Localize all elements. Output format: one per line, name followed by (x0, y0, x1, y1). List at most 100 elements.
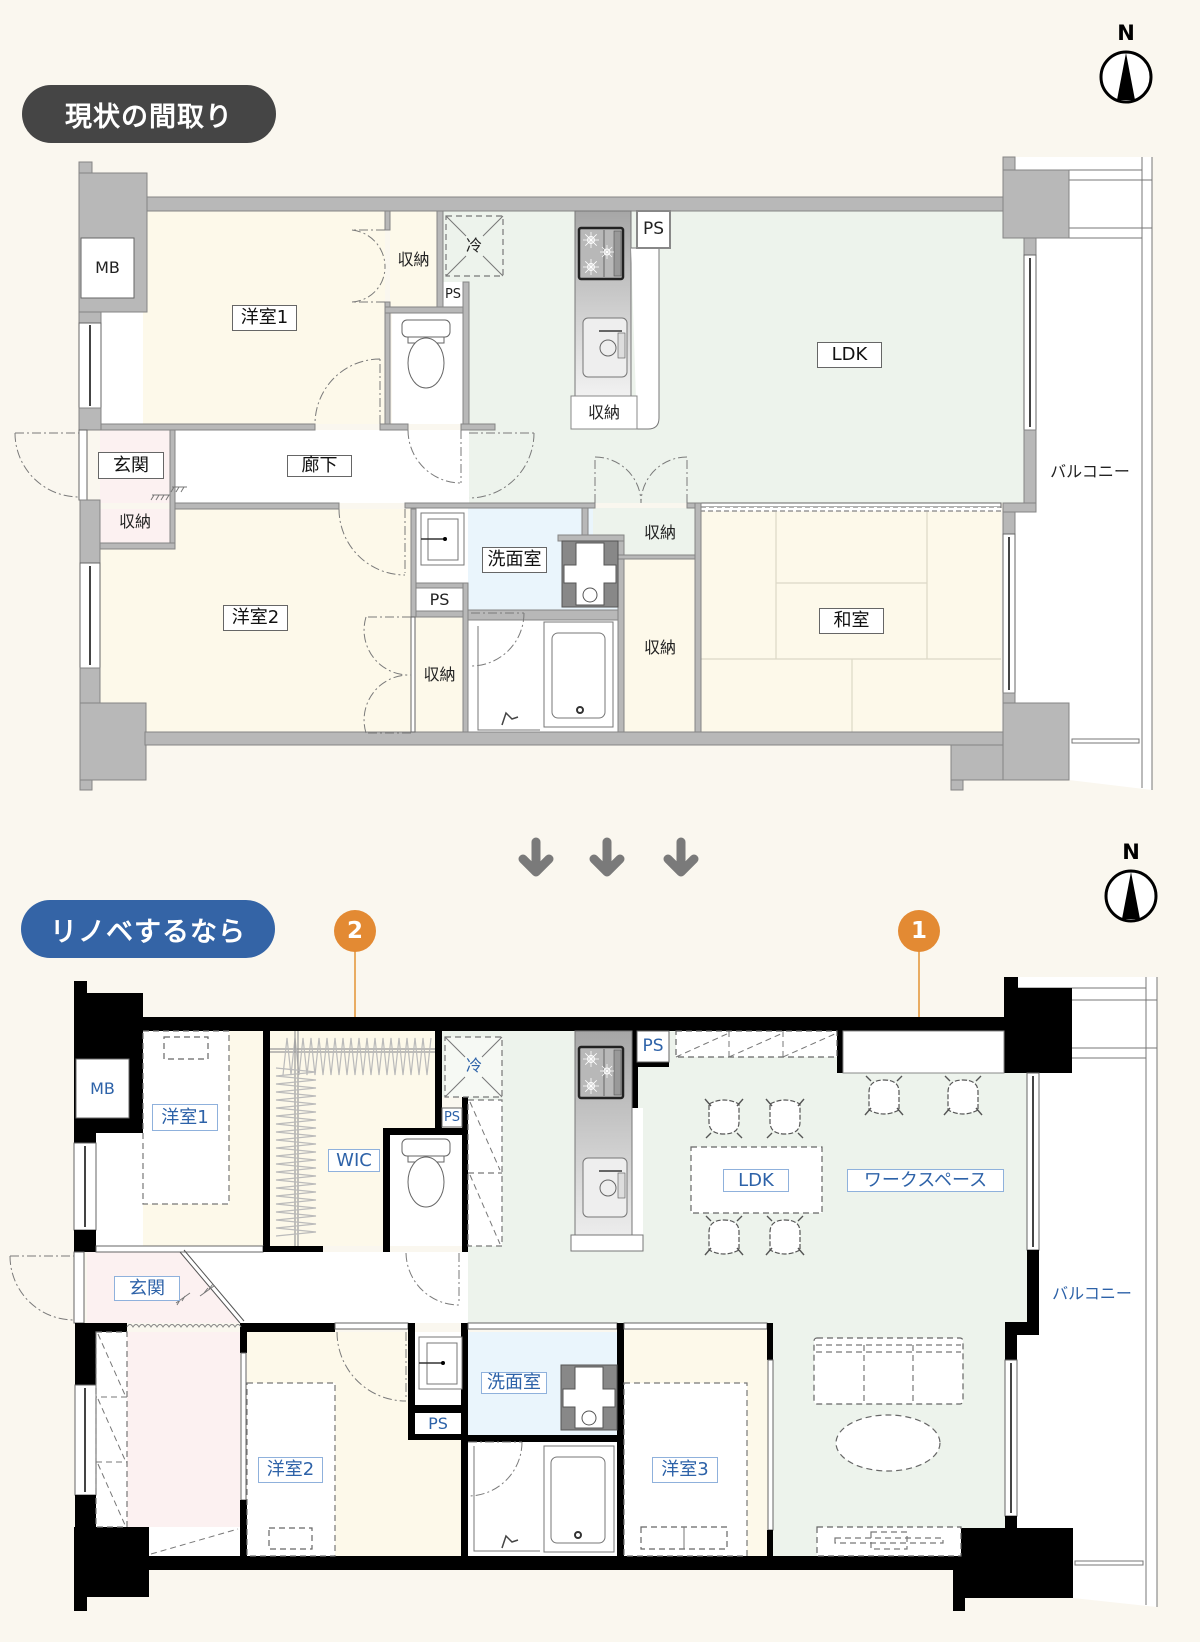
wall (557, 534, 625, 542)
toilet-icon (401, 1138, 451, 1208)
interior-walls (99, 210, 1002, 733)
entrance-diagonal-partition (175, 1249, 245, 1324)
meter-box (75, 1058, 130, 1119)
wall (617, 540, 625, 733)
washing-machine-pan (561, 540, 619, 608)
wall (1005, 1335, 1017, 1360)
wall (383, 1128, 390, 1252)
ps-box (441, 1107, 463, 1128)
wall (460, 423, 496, 431)
transition-arrows (518, 837, 699, 877)
label-ldk: LDK (817, 342, 882, 368)
compass-north-label: N (1117, 21, 1135, 45)
wall (78, 407, 102, 431)
wall (240, 1500, 247, 1556)
wall (1002, 156, 1016, 171)
label-entrance: 玄関 (98, 452, 164, 479)
wall (384, 306, 470, 314)
current-plan-title: 現状の間取り (22, 85, 276, 143)
wall (1023, 237, 1037, 256)
wall (767, 1530, 773, 1556)
hallway-floor (180, 1252, 468, 1323)
wall (79, 779, 93, 791)
label-closet: 収納 (118, 512, 151, 531)
wall (144, 731, 1004, 746)
sliding-door (700, 502, 1002, 508)
wall (462, 281, 470, 425)
wall (953, 1528, 1073, 1598)
label-meter-box: MB (90, 1079, 115, 1098)
wall (837, 1031, 843, 1073)
bed-outline (142, 1030, 230, 1205)
ps-floor (416, 588, 463, 611)
meter-box (80, 237, 135, 299)
label-closet: 収納 (643, 523, 676, 542)
wall (79, 702, 147, 781)
label-ps: PS (428, 1413, 448, 1433)
label-meter-box: MB (95, 258, 120, 277)
kitchen-counter (570, 1030, 644, 1252)
wall (1002, 511, 1016, 535)
fixtures (150, 210, 671, 731)
wall (379, 423, 409, 431)
label-fridge: 冷 (465, 1056, 482, 1075)
wall (146, 196, 1004, 212)
arrow-down-icon (589, 837, 625, 877)
wall (75, 1332, 96, 1385)
label-walk-in-closet: WIC (328, 1149, 380, 1172)
north-compass-icon (1104, 869, 1158, 923)
entrance-closet-floor (127, 1332, 240, 1527)
wall (953, 1598, 965, 1611)
label-closet: 収納 (587, 403, 620, 422)
wic-hanger-rods (270, 1031, 435, 1246)
label-western-room-1: 洋室1 (232, 305, 297, 331)
north-compass-icon (1099, 50, 1153, 104)
sofa-icon (813, 1337, 964, 1405)
side-strip-floor (96, 1133, 143, 1246)
renovated-floorplan (9, 977, 1158, 1611)
label-closet: 収納 (643, 638, 676, 657)
pillow-icon (163, 1036, 209, 1060)
wall (1027, 1250, 1039, 1335)
wall (617, 1323, 624, 1556)
entrance-step-hatch (150, 486, 187, 501)
wall (1002, 502, 1037, 513)
sliding-door (467, 1322, 618, 1330)
wall (78, 311, 102, 324)
wall (240, 1332, 247, 1353)
entrance-door-leaf (78, 429, 88, 501)
wall (950, 779, 964, 791)
curtain-icon (126, 1324, 242, 1328)
ps-floor (415, 1413, 461, 1434)
wall (74, 981, 87, 993)
door-swings (9, 1252, 523, 1497)
wall (1002, 692, 1016, 704)
wall (263, 1246, 323, 1252)
wall (74, 1133, 96, 1143)
wall (78, 161, 93, 175)
label-ps: PS (642, 218, 665, 239)
wall (767, 1323, 773, 1360)
label-fridge: 冷 (465, 236, 482, 255)
ps-box (636, 1030, 670, 1063)
label-balcony: バルコニー (1052, 1284, 1132, 1303)
wall (415, 610, 469, 618)
interior-walls (95, 1031, 843, 1556)
wall (1023, 429, 1037, 513)
work-counter (842, 1030, 1005, 1074)
point-marker-1: 1 (898, 910, 940, 952)
wall (74, 1527, 149, 1597)
bathtub-icon (473, 1445, 615, 1553)
storage-dashed (467, 1099, 503, 1247)
wall (632, 1062, 669, 1067)
fridge-space (444, 1036, 503, 1098)
arrow-down-icon (663, 837, 699, 877)
label-western-room-2: 洋室2 (223, 605, 288, 631)
closet-panel (240, 1352, 247, 1501)
wall (468, 1435, 617, 1442)
wall (100, 423, 316, 431)
wall (408, 1434, 468, 1440)
label-japanese-room: 和室 (819, 608, 884, 634)
vanity-sink-icon (418, 1336, 463, 1390)
compass-north-label: N (1122, 840, 1140, 864)
